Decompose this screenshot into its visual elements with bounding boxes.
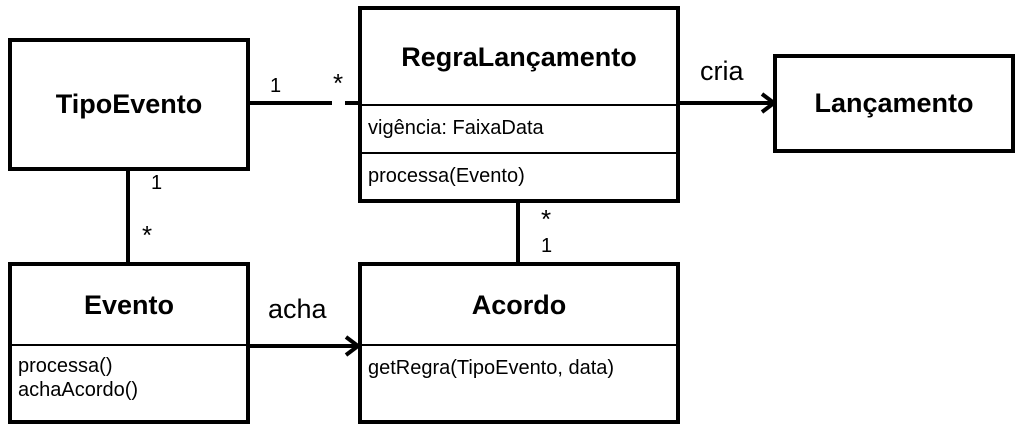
multiplicity-regra-acordo-bottom: 1	[541, 235, 553, 257]
class-acordo-operations: getRegra(TipoEvento, data)	[362, 344, 676, 420]
class-evento-name: Evento	[83, 289, 175, 320]
multiplicity-tipoevento-evento-top: 1	[151, 172, 163, 194]
association-acha-label: acha	[268, 294, 327, 324]
class-regralancamento-operation: processa(Evento)	[368, 165, 525, 187]
class-tipoevento[interactable]: TipoEvento	[8, 38, 250, 171]
multiplicity-tipoevento-evento-bottom: *	[142, 220, 153, 250]
class-acordo[interactable]: Acordo getRegra(TipoEvento, data)	[358, 262, 680, 424]
class-lancamento-name: Lançamento	[814, 88, 974, 118]
class-regralancamento-name: RegraLançamento	[401, 41, 637, 72]
class-evento-operation: processa()	[18, 355, 113, 377]
multiplicity-regra-acordo-top: *	[541, 204, 552, 234]
association-cria-label: cria	[700, 56, 744, 86]
class-regralancamento-operations: processa(Evento)	[362, 152, 676, 199]
class-tipoevento-name: TipoEvento	[55, 89, 203, 119]
class-evento-operation: achaAcordo()	[18, 379, 139, 401]
class-lancamento[interactable]: Lançamento	[773, 54, 1015, 153]
class-regralancamento-attributes: vigência: FaixaData	[362, 104, 676, 152]
class-evento-operations: processa() achaAcordo()	[12, 344, 246, 420]
multiplicity-tipoevento-regra-left: 1	[270, 75, 282, 97]
multiplicity-tipoevento-regra-right: *	[333, 68, 344, 98]
class-regralancamento-attribute: vigência: FaixaData	[368, 117, 544, 139]
class-acordo-operation: getRegra(TipoEvento, data)	[368, 357, 615, 379]
class-acordo-name: Acordo	[471, 289, 567, 320]
class-regralancamento[interactable]: RegraLançamento vigência: FaixaData proc…	[358, 6, 680, 203]
class-evento[interactable]: Evento processa() achaAcordo()	[8, 262, 250, 424]
